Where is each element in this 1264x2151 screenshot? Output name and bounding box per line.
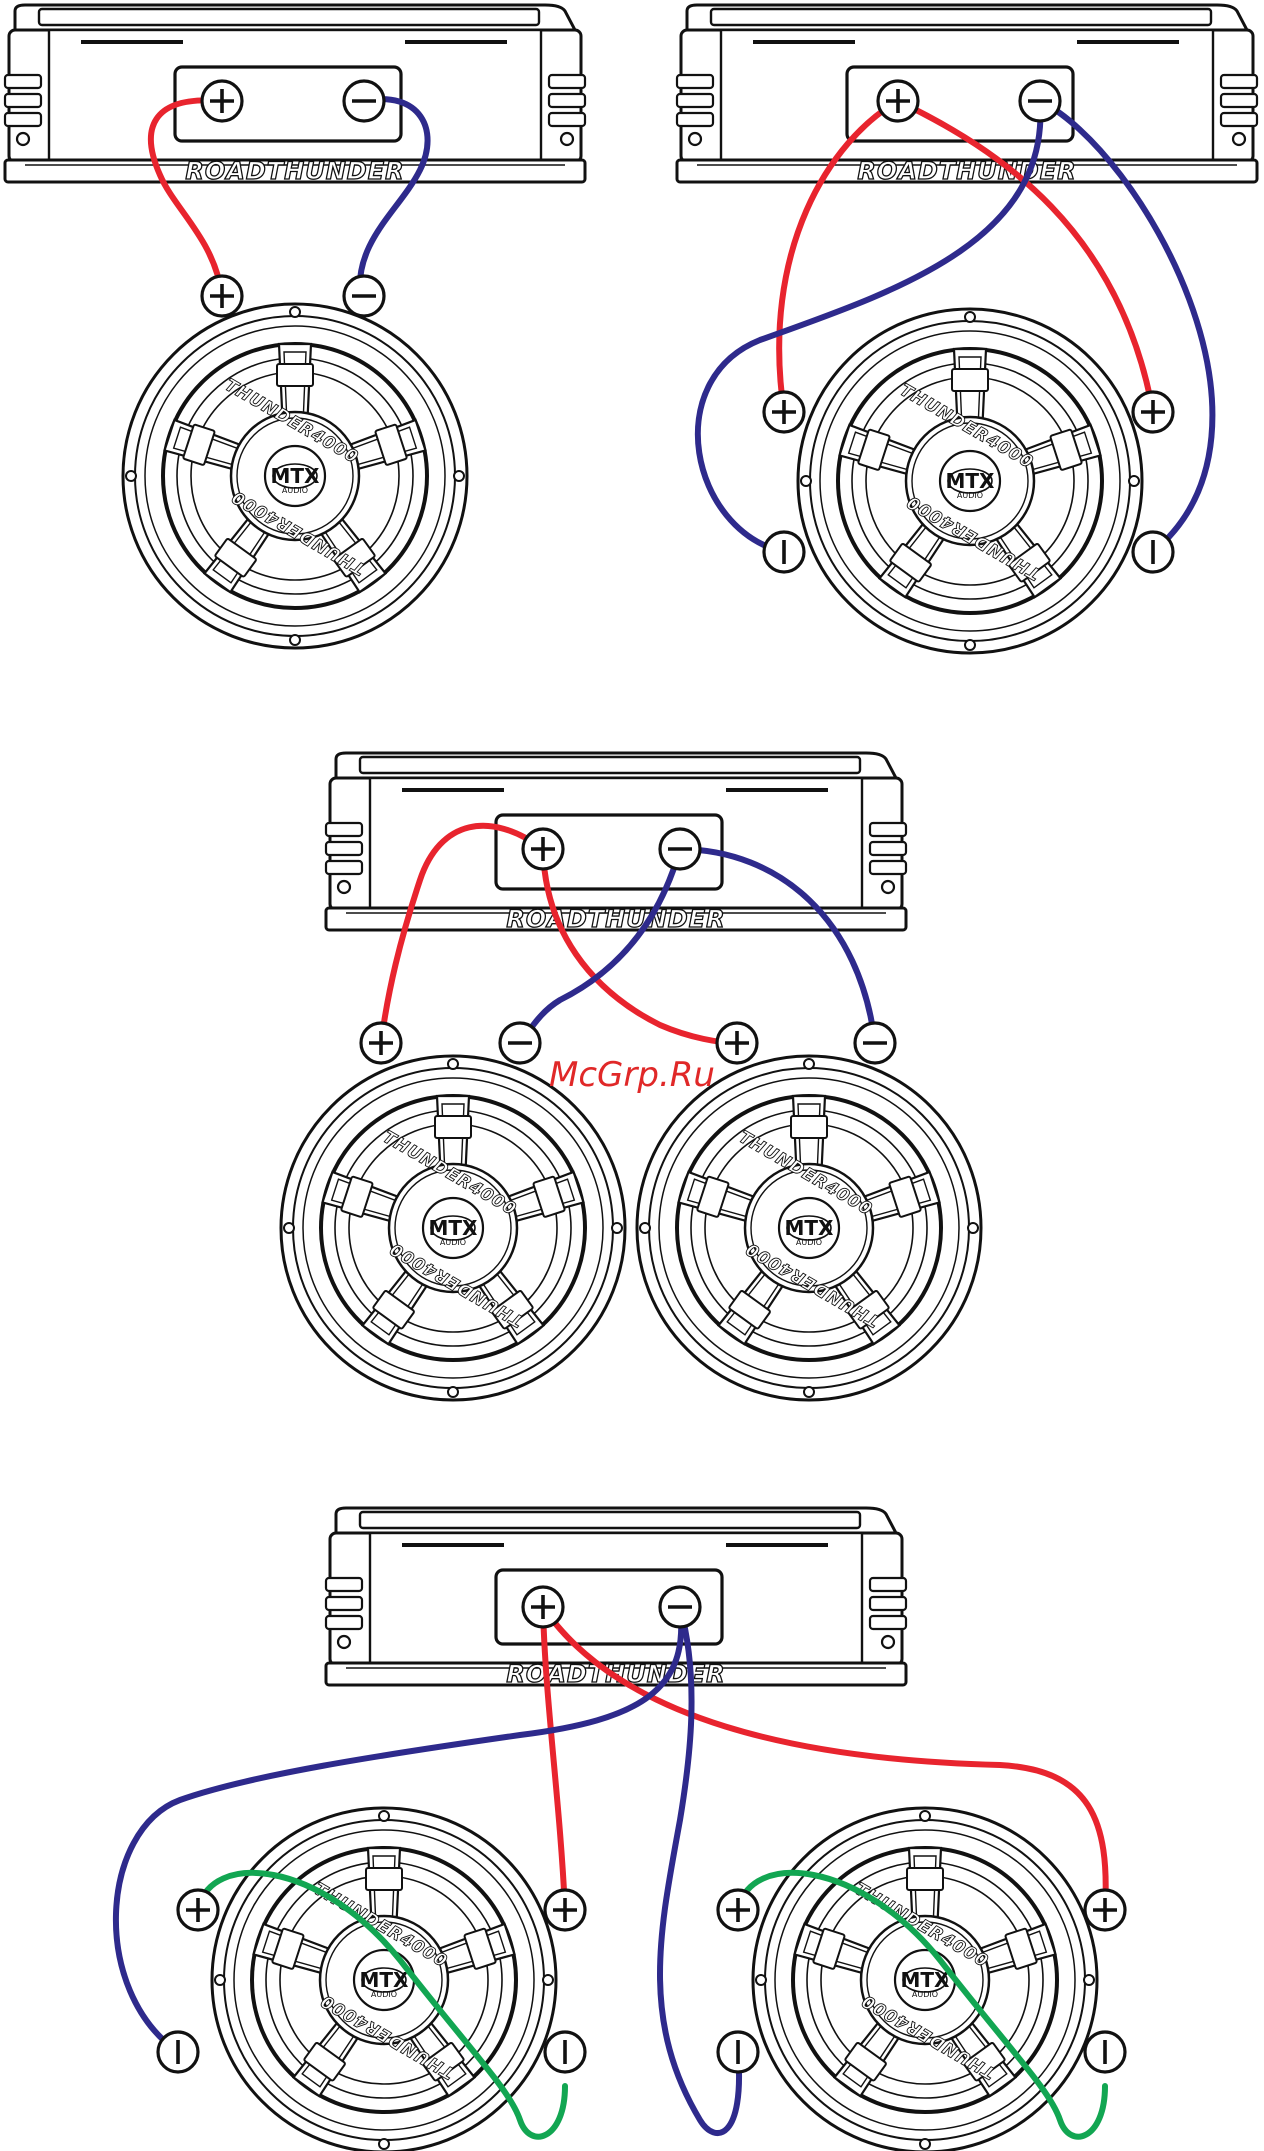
woofer-positive-terminal-icon [1085, 1890, 1125, 1930]
diagram-single-svc-woofer: ROADTHUNDER MTX AUDIO THUNDER4000 THUNDE… [5, 5, 585, 648]
woofer-positive-terminal-icon [178, 1890, 218, 1930]
svg-text:AUDIO: AUDIO [912, 1990, 938, 1999]
svg-text:AUDIO: AUDIO [796, 1238, 822, 1247]
woofer-positive-terminal-icon [202, 276, 242, 316]
amp-positive-terminal-icon [878, 81, 918, 121]
woofer-positive-terminal-icon [1133, 392, 1173, 432]
svg-text:AUDIO: AUDIO [371, 1990, 397, 1999]
woofer: MTX AUDIO THUNDER4000 THUNDER4000 [281, 1056, 625, 1400]
woofer: MTX AUDIO THUNDER4000 THUNDER4000 [212, 1808, 556, 2151]
woofer: MTX AUDIO THUNDER4000 THUNDER4000 [637, 1056, 981, 1400]
woofer-positive-terminal-icon [545, 1890, 585, 1930]
amplifier-brand: ROADTHUNDER [185, 157, 404, 185]
svg-text:MTX: MTX [785, 1216, 835, 1240]
svg-text:MTX: MTX [271, 464, 321, 488]
svg-text:AUDIO: AUDIO [957, 491, 983, 500]
diagram-two-svc-woofers: ROADTHUNDER MTX AUDIO THUNDER4000 THUNDE… [281, 753, 981, 1400]
amp-negative-terminal-icon [1020, 81, 1060, 121]
woofer-negative-terminal-icon [344, 276, 384, 316]
amplifier: ROADTHUNDER [326, 1508, 906, 1688]
woofer-negative-terminal-icon [158, 2032, 198, 2072]
woofer-negative-terminal-icon [764, 532, 804, 572]
svg-text:MTX: MTX [901, 1968, 951, 1992]
woofer-negative-terminal-icon [500, 1023, 540, 1063]
woofer-positive-terminal-icon [718, 1890, 758, 1930]
woofer: MTX AUDIO THUNDER4000 THUNDER4000 [753, 1808, 1097, 2151]
svg-text:MTX: MTX [946, 469, 996, 493]
woofer-positive-terminal-icon [764, 392, 804, 432]
amp-positive-terminal-icon [523, 1587, 563, 1627]
watermark: McGrp.Ru [549, 1055, 715, 1095]
svg-text:MTX: MTX [429, 1216, 479, 1240]
woofer-negative-terminal-icon [1085, 2032, 1125, 2072]
woofer-negative-terminal-icon [545, 2032, 585, 2072]
amp-negative-terminal-icon [660, 829, 700, 869]
amp-negative-terminal-icon [660, 1587, 700, 1627]
diagram-single-dvc-woofer: ROADTHUNDER MTX AUDIO THUNDER4000 THUNDE… [677, 5, 1257, 653]
diagram-two-dvc-woofers: ROADTHUNDER MTX AUDIO THUNDER4000 THUNDE… [116, 1508, 1125, 2151]
woofer-negative-terminal-icon [855, 1023, 895, 1063]
amplifier: ROADTHUNDER [677, 5, 1257, 185]
svg-text:AUDIO: AUDIO [282, 486, 308, 495]
svg-text:MTX: MTX [360, 1968, 410, 1992]
amplifier-brand: ROADTHUNDER [857, 157, 1076, 185]
woofer: MTX AUDIO THUNDER4000 THUNDER4000 [123, 304, 467, 648]
woofer: MTX AUDIO THUNDER4000 THUNDER4000 [798, 309, 1142, 653]
amp-negative-terminal-icon [344, 81, 384, 121]
woofer-negative-terminal-icon [718, 2032, 758, 2072]
amplifier-brand: ROADTHUNDER [506, 905, 725, 933]
amp-positive-terminal-icon [523, 829, 563, 869]
woofer-negative-terminal-icon [1133, 532, 1173, 572]
woofer-positive-terminal-icon [361, 1023, 401, 1063]
woofer-positive-terminal-icon [717, 1023, 757, 1063]
amp-positive-terminal-icon [202, 81, 242, 121]
amplifier: ROADTHUNDER [5, 5, 585, 185]
svg-text:AUDIO: AUDIO [440, 1238, 466, 1247]
